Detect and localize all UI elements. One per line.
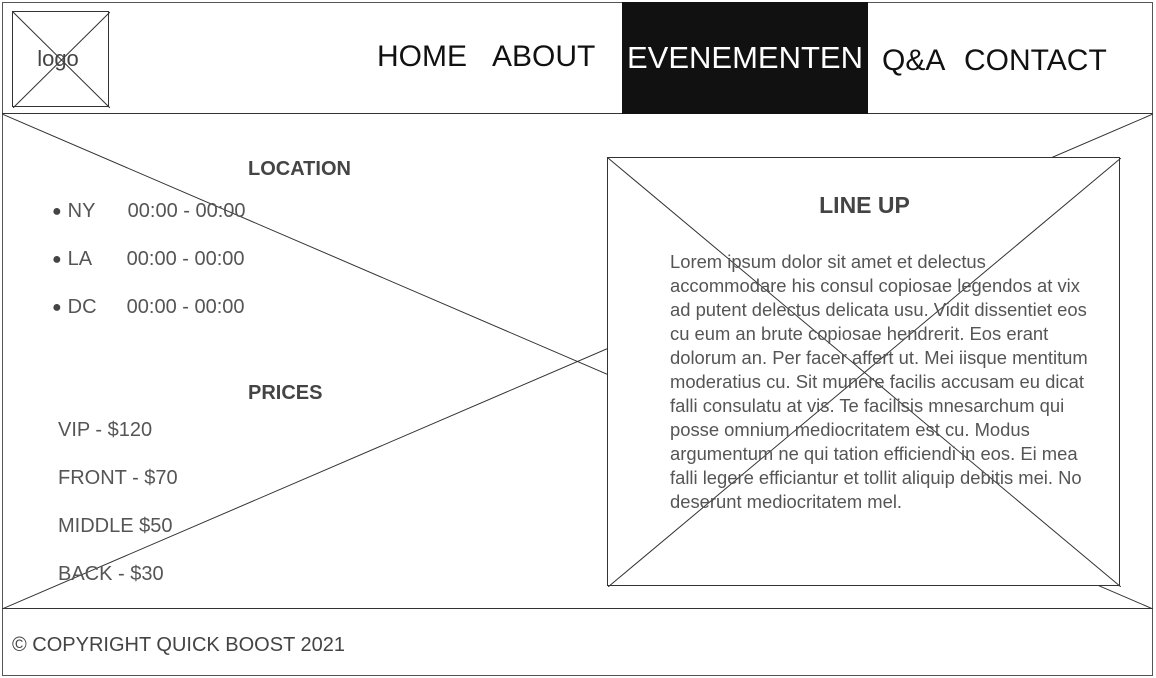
copyright-text: © COPYRIGHT QUICK BOOST 2021 xyxy=(12,634,345,656)
price-item: VIP - $120 xyxy=(58,419,153,441)
location-name: LA xyxy=(67,248,93,270)
lineup-placeholder-x-icon xyxy=(608,158,1121,587)
bullet-icon: ● xyxy=(52,202,62,220)
nav-evenementen[interactable]: EVENEMENTEN xyxy=(622,2,868,114)
location-name: NY xyxy=(67,200,96,222)
price-item: BACK - $30 xyxy=(58,563,164,585)
logo-text: logo xyxy=(37,46,79,71)
logo-placeholder[interactable]: logo xyxy=(12,11,110,108)
nav-about[interactable]: ABOUT xyxy=(492,40,596,73)
main-content: LOCATION ● NY 00:00 - 00:00 ● LA 00:00 -… xyxy=(2,114,1153,609)
nav-contact[interactable]: CONTACT xyxy=(964,44,1107,77)
location-time: 00:00 - 00:00 xyxy=(127,200,246,222)
price-item: MIDDLE $50 xyxy=(58,515,173,537)
bullet-icon: ● xyxy=(52,298,62,316)
location-time: 00:00 - 00:00 xyxy=(126,248,245,270)
header: logo HOME ABOUT EVENEMENTEN Q&A CONTACT xyxy=(2,2,1153,114)
price-item: FRONT - $70 xyxy=(58,467,178,489)
lineup-title: LINE UP xyxy=(819,192,910,218)
location-title: LOCATION xyxy=(248,158,351,180)
lineup-box: LINE UP Lorem ipsum dolor sit amet et de… xyxy=(607,157,1121,587)
nav-qa[interactable]: Q&A xyxy=(882,44,946,77)
location-row: ● NY 00:00 - 00:00 xyxy=(52,200,246,223)
lineup-text: Lorem ipsum dolor sit amet et delectus a… xyxy=(670,251,1088,512)
location-row: ● LA 00:00 - 00:00 xyxy=(52,248,245,271)
footer: © COPYRIGHT QUICK BOOST 2021 xyxy=(2,609,1153,676)
location-row: ● DC 00:00 - 00:00 xyxy=(52,296,245,319)
location-time: 00:00 - 00:00 xyxy=(126,296,245,318)
bullet-icon: ● xyxy=(52,250,62,268)
placeholder-x-icon xyxy=(13,12,110,108)
location-name: DC xyxy=(67,296,97,318)
nav-home[interactable]: HOME xyxy=(377,40,467,73)
prices-title: PRICES xyxy=(248,382,323,404)
